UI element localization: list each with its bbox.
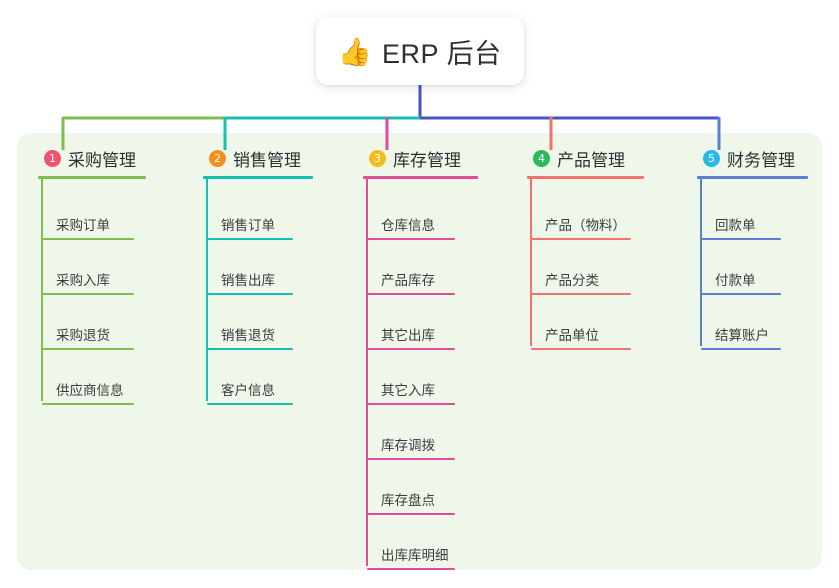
leaf-underline [207, 238, 293, 240]
leaf-node[interactable]: 产品库存 [363, 269, 455, 295]
root-node[interactable]: 👍 ERP 后台 [316, 17, 524, 85]
leaf-node[interactable]: 产品单位 [527, 324, 631, 350]
branch-title-1: 采购管理 [68, 150, 136, 170]
leaf-underline [367, 348, 455, 350]
branch-column-1: 1 采购管理采购订单采购入库采购退货供应商信息 [38, 145, 146, 405]
leaf-label: 其它出库 [381, 328, 435, 343]
branch-column-5: 5 财务管理回款单付款单结算账户 [697, 145, 808, 350]
branch-column-2: 2 销售管理销售订单销售出库销售退货客户信息 [203, 145, 313, 405]
leaf-label: 采购入库 [56, 273, 110, 288]
branch-title-3: 库存管理 [393, 150, 461, 170]
leaf-node[interactable]: 销售退货 [203, 324, 293, 350]
branch-title-2: 销售管理 [233, 150, 301, 170]
leaf-node[interactable]: 库存盘点 [363, 489, 455, 515]
leaf-label: 销售出库 [221, 273, 275, 288]
leaf-node[interactable]: 产品（物料） [527, 214, 631, 240]
leaf-underline [367, 238, 455, 240]
leaf-node[interactable]: 库存调拨 [363, 434, 455, 460]
root-title: ERP 后台 [382, 38, 502, 69]
branch-underline-3 [363, 176, 478, 179]
leaf-node[interactable]: 销售订单 [203, 214, 293, 240]
leaf-label: 采购退货 [56, 328, 110, 343]
leaf-label: 采购订单 [56, 218, 110, 233]
leaf-node[interactable]: 供应商信息 [38, 379, 134, 405]
leaf-label: 销售订单 [221, 218, 275, 233]
leaf-label: 其它入库 [381, 383, 435, 398]
leaf-underline [531, 293, 631, 295]
branch-header-2[interactable]: 2 销售管理 [203, 145, 313, 171]
leaf-node[interactable]: 回款单 [697, 214, 781, 240]
branch-header-1[interactable]: 1 采购管理 [38, 145, 146, 171]
leaf-label: 产品（物料） [545, 218, 626, 233]
leaf-underline [367, 293, 455, 295]
leaf-node[interactable]: 结算账户 [697, 324, 781, 350]
leaf-node[interactable]: 付款单 [697, 269, 781, 295]
branch-badge-4: 4 [533, 149, 550, 167]
leaf-label: 产品库存 [381, 273, 435, 288]
branch-header-4[interactable]: 4 产品管理 [527, 145, 644, 171]
leaf-underline [701, 348, 781, 350]
leaf-label: 出库库明细 [381, 548, 449, 563]
leaf-underline [531, 238, 631, 240]
leaf-node[interactable]: 客户信息 [203, 379, 293, 405]
leaf-underline [207, 348, 293, 350]
leaf-underline [701, 238, 781, 240]
branch-underline-1 [38, 176, 146, 179]
leaf-node[interactable]: 其它出库 [363, 324, 455, 350]
leaf-underline [367, 568, 455, 570]
branch-header-3[interactable]: 3 库存管理 [363, 145, 478, 171]
branch-badge-1: 1 [44, 149, 61, 167]
leaf-label: 产品单位 [545, 328, 599, 343]
leaf-underline [207, 293, 293, 295]
leaf-node[interactable]: 采购订单 [38, 214, 134, 240]
branch-title-5: 财务管理 [727, 150, 795, 170]
leaf-label: 库存调拨 [381, 438, 435, 453]
leaf-underline [367, 403, 455, 405]
leaf-label: 库存盘点 [381, 493, 435, 508]
thumbs-up-icon: 👍 [338, 36, 373, 67]
leaf-label: 仓库信息 [381, 218, 435, 233]
leaf-underline [42, 348, 134, 350]
leaf-node[interactable]: 出库库明细 [363, 544, 455, 570]
leaf-label: 结算账户 [715, 328, 769, 343]
leaf-underline [367, 513, 455, 515]
leaf-underline [531, 348, 631, 350]
leaf-label: 付款单 [715, 273, 756, 288]
leaf-underline [367, 458, 455, 460]
leaf-label: 销售退货 [221, 328, 275, 343]
leaf-underline [42, 403, 134, 405]
leaf-underline [42, 293, 134, 295]
branch-column-4: 4 产品管理产品（物料） 产品分类产品单位 [527, 145, 644, 350]
leaf-node[interactable]: 采购入库 [38, 269, 134, 295]
branch-header-5[interactable]: 5 财务管理 [697, 145, 808, 171]
leaf-underline [207, 403, 293, 405]
branch-underline-2 [203, 176, 313, 179]
branch-underline-4 [527, 176, 644, 179]
leaf-label: 回款单 [715, 218, 756, 233]
branch-badge-5: 5 [703, 149, 720, 167]
leaf-label: 产品分类 [545, 273, 599, 288]
leaf-node[interactable]: 仓库信息 [363, 214, 455, 240]
leaf-node[interactable]: 销售出库 [203, 269, 293, 295]
branch-badge-3: 3 [369, 149, 386, 167]
leaf-underline [701, 293, 781, 295]
branch-badge-2: 2 [209, 149, 226, 167]
leaf-label: 客户信息 [221, 383, 275, 398]
branch-underline-5 [697, 176, 808, 179]
leaf-underline [42, 238, 134, 240]
leaf-node[interactable]: 采购退货 [38, 324, 134, 350]
branch-title-4: 产品管理 [557, 150, 625, 170]
branches-panel [17, 133, 822, 570]
leaf-node[interactable]: 产品分类 [527, 269, 631, 295]
leaf-label: 供应商信息 [56, 383, 124, 398]
branch-column-3: 3 库存管理仓库信息产品库存其它出库其它入库库存调拨库存盘点出库库明细 [363, 145, 478, 570]
leaf-node[interactable]: 其它入库 [363, 379, 455, 405]
